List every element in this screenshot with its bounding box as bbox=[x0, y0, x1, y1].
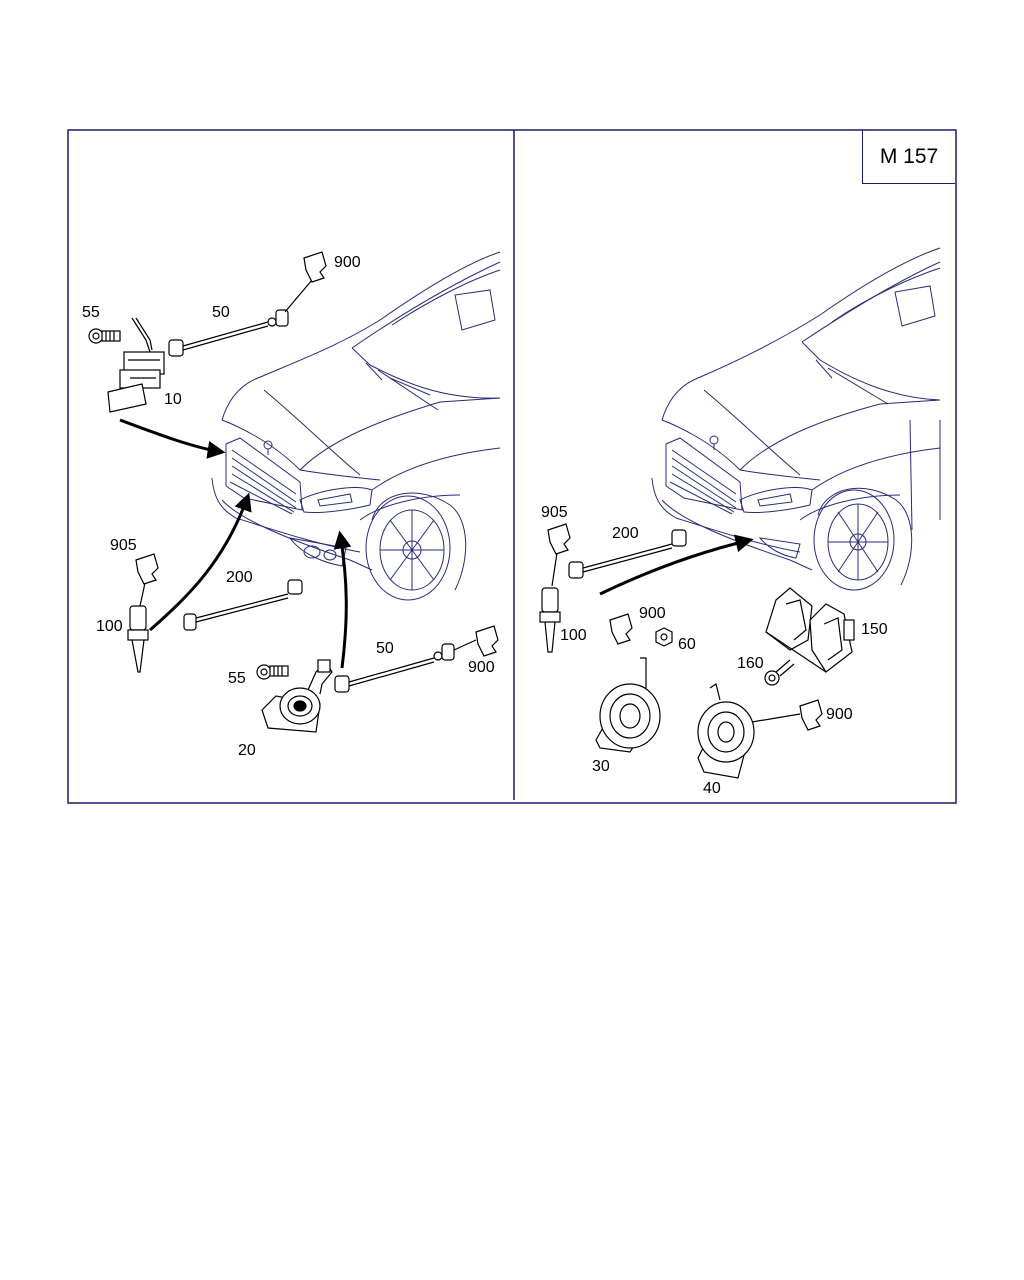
arrow-20-to-headlight bbox=[333, 530, 352, 669]
callout-900-mid: 900 bbox=[639, 605, 666, 622]
arrow-100-to-bumper bbox=[149, 492, 252, 632]
horn-40-icon bbox=[697, 683, 801, 779]
callout-20: 20 bbox=[238, 742, 256, 759]
cable-200-right-icon bbox=[568, 529, 687, 579]
callout-900-top: 900 bbox=[334, 254, 361, 271]
cable-50-top-icon bbox=[168, 279, 313, 357]
callout-50-bottom: 50 bbox=[376, 640, 394, 657]
callout-100-left: 100 bbox=[96, 618, 123, 635]
clip-900-top-icon bbox=[303, 251, 327, 283]
callout-905-left: 905 bbox=[110, 537, 137, 554]
callout-900-bottom: 900 bbox=[468, 659, 495, 676]
callout-40: 40 bbox=[703, 780, 721, 797]
callout-10: 10 bbox=[164, 391, 182, 408]
model-code: M 157 bbox=[879, 144, 939, 168]
bolt-55-bottom-icon bbox=[256, 664, 289, 680]
arrow-right-to-bumper bbox=[599, 534, 754, 596]
sensor-100-left-icon bbox=[127, 605, 149, 673]
callout-55-top: 55 bbox=[82, 304, 100, 321]
clip-900-bottom-icon bbox=[475, 625, 499, 657]
sensor-10-icon bbox=[107, 317, 165, 413]
nut-60-icon bbox=[655, 627, 673, 647]
callout-200-right: 200 bbox=[612, 525, 639, 542]
clip-905-left-icon bbox=[135, 553, 159, 585]
horn-150-icon bbox=[765, 587, 855, 673]
horn-30-icon bbox=[595, 657, 661, 753]
cable-50-bottom-icon bbox=[334, 639, 477, 693]
callout-60: 60 bbox=[678, 636, 696, 653]
callout-100-right: 100 bbox=[560, 627, 587, 644]
left-arrows bbox=[119, 418, 352, 669]
right-car-outline bbox=[651, 247, 941, 591]
callout-55-bottom: 55 bbox=[228, 670, 246, 687]
bolt-160-icon bbox=[764, 659, 795, 686]
left-car-outline bbox=[211, 251, 501, 601]
sensor-100-right-icon bbox=[539, 587, 561, 653]
clip-900-mid-icon bbox=[609, 613, 633, 645]
bolt-55-top-icon bbox=[88, 328, 121, 344]
callout-900-right: 900 bbox=[826, 706, 853, 723]
callout-905-right: 905 bbox=[541, 504, 568, 521]
model-code-box: M 157 bbox=[862, 130, 955, 184]
clip-900-right-icon bbox=[799, 699, 823, 731]
callout-200-left: 200 bbox=[226, 569, 253, 586]
callout-160: 160 bbox=[737, 655, 764, 672]
arrow-10-to-grille bbox=[119, 418, 226, 459]
cable-200-left-icon bbox=[183, 579, 303, 631]
callout-30: 30 bbox=[592, 758, 610, 775]
callout-150: 150 bbox=[861, 621, 888, 638]
right-parts bbox=[539, 523, 855, 779]
callout-50-top: 50 bbox=[212, 304, 230, 321]
clip-905-right-icon bbox=[547, 523, 571, 555]
left-parts bbox=[88, 251, 499, 733]
diagram-frame bbox=[67, 129, 957, 804]
horn-20-icon bbox=[261, 659, 333, 733]
